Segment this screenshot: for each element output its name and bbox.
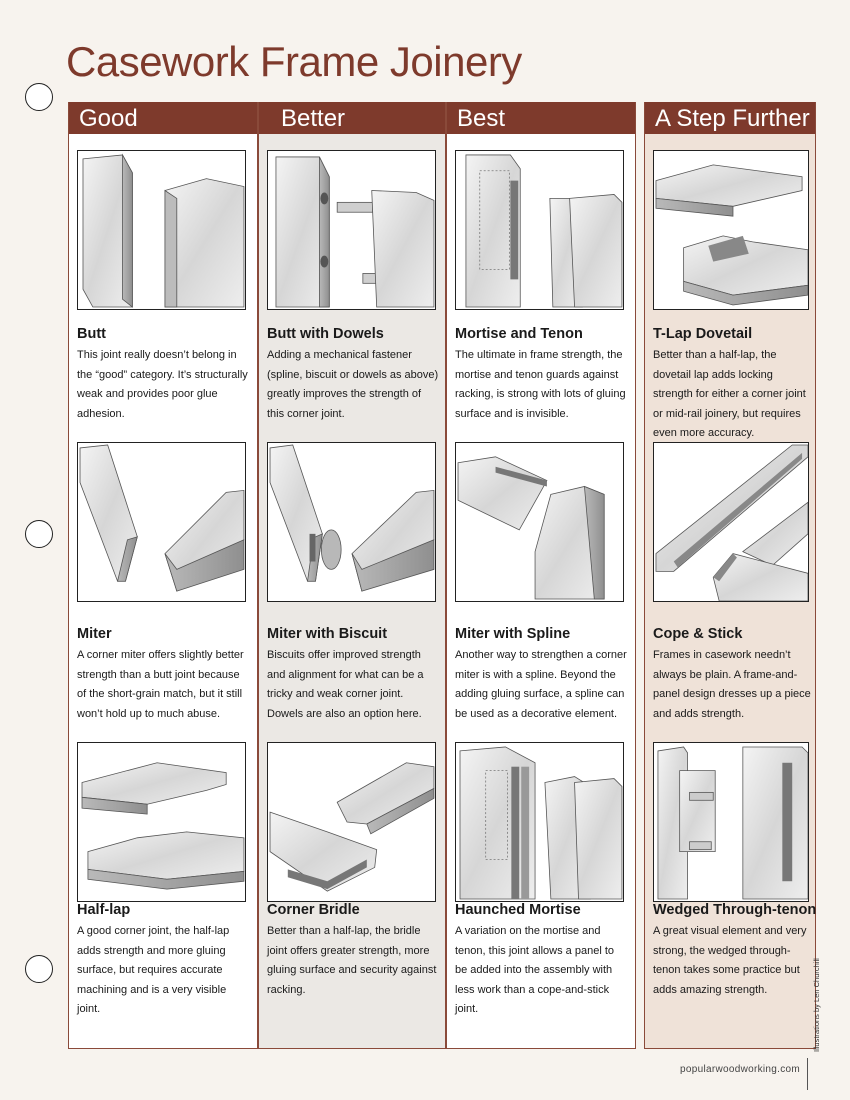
binder-hole	[25, 955, 53, 983]
footer-divider	[807, 1058, 808, 1090]
column-heading: A Step Further	[645, 102, 815, 134]
joint-name: Cope & Stick	[653, 626, 743, 642]
cope-and-stick-illustration	[653, 442, 809, 602]
joint-name: Butt with Dowels	[267, 326, 384, 342]
joint-description: Better than a half-lap, the dovetail lap…	[653, 349, 806, 439]
column-heading: Good	[69, 102, 257, 134]
joint-name: Corner Bridle	[267, 902, 360, 918]
butt-with-dowels-illustration	[267, 150, 436, 310]
column-best: Best Mortise and Tenon The ultimate in f…	[446, 102, 636, 1049]
miter-joint-illustration	[77, 442, 246, 602]
joint-description: A variation on the mortise and tenon, th…	[455, 925, 614, 1015]
corner-bridle-illustration	[267, 742, 436, 902]
joint-name: Butt	[77, 326, 106, 342]
column-good: Good Butt This joint really doesn’t belo…	[68, 102, 258, 1049]
mortise-and-tenon-illustration	[455, 150, 624, 310]
miter-with-spline-illustration	[455, 442, 624, 602]
column-a-step-further: A Step Further T-Lap Dovetail Better tha…	[644, 102, 816, 1049]
t-lap-dovetail-illustration	[653, 150, 809, 310]
joint-name: Miter with Spline	[455, 626, 571, 642]
column-heading: Best	[447, 102, 635, 134]
joint-description: A great visual element and very strong, …	[653, 925, 807, 996]
column-heading: Better	[259, 102, 445, 134]
binder-hole	[25, 520, 53, 548]
haunched-mortise-illustration	[455, 742, 624, 902]
joint-description: Adding a mechanical fastener (spline, bi…	[267, 349, 439, 420]
binder-hole	[25, 83, 53, 111]
joint-description: Better than a half-lap, the bridle joint…	[267, 925, 437, 996]
footer-url[interactable]: popularwoodworking.com	[680, 1064, 800, 1075]
illustration-credit: Illustrations by Len Churchill	[812, 958, 821, 1052]
wedged-through-tenon-illustration	[653, 742, 809, 902]
column-better: Better Butt with Dowels Adding a mechani…	[258, 102, 446, 1049]
miter-with-biscuit-illustration	[267, 442, 436, 602]
joint-name: Miter with Biscuit	[267, 626, 388, 642]
joint-description: A corner miter offers slightly better st…	[77, 649, 244, 720]
butt-joint-illustration	[77, 150, 246, 310]
joint-name: Mortise and Tenon	[455, 326, 583, 342]
joint-description: The ultimate in frame strength, the mort…	[455, 349, 626, 420]
page-title: Casework Frame Joinery	[66, 38, 522, 85]
joint-description: A good corner joint, the half-lap adds s…	[77, 925, 230, 1015]
joint-name: Haunched Mortise	[455, 902, 581, 918]
joint-name: Wedged Through-tenon	[653, 902, 817, 918]
joint-description: Biscuits offer improved strength and ali…	[267, 649, 424, 720]
joint-name: Half-lap	[77, 902, 131, 918]
joint-name: Miter	[77, 626, 112, 642]
joint-name: T-Lap Dovetail	[653, 326, 753, 342]
joint-description: Another way to strengthen a corner miter…	[455, 649, 627, 720]
joint-description: Frames in casework needn’t always be pla…	[653, 649, 811, 720]
half-lap-joint-illustration	[77, 742, 246, 902]
joint-description: This joint really doesn’t belong in the …	[77, 349, 248, 420]
